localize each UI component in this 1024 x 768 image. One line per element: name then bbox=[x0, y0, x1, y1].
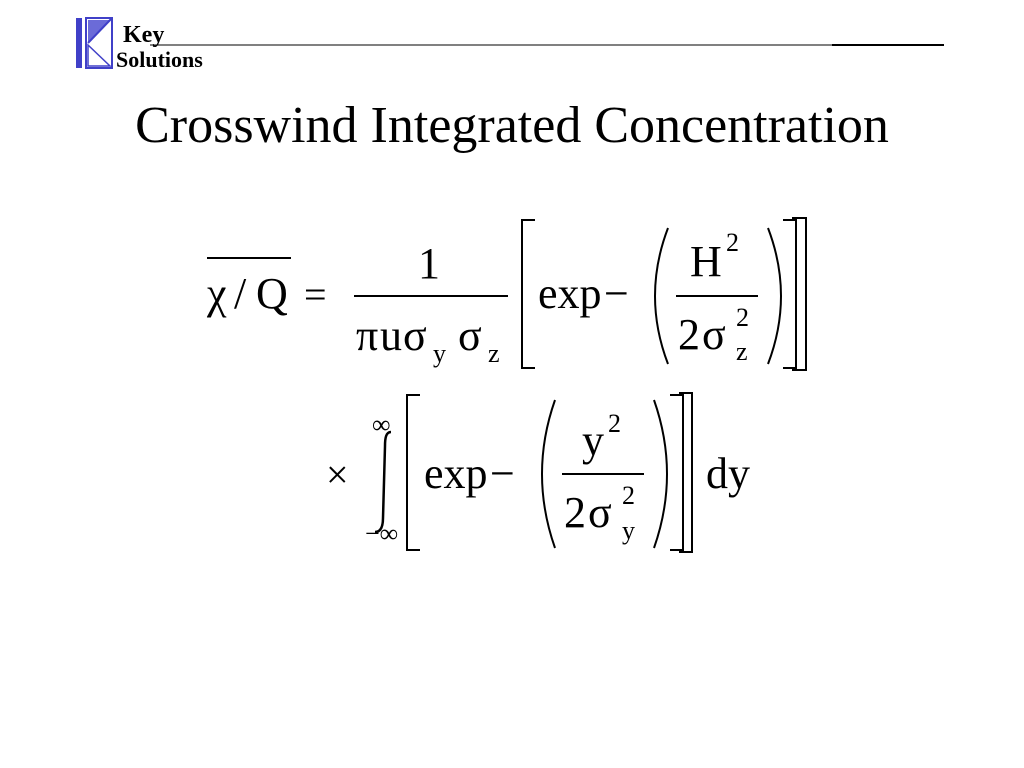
frac2-num-sup: 2 bbox=[608, 409, 621, 438]
lhs-q: Q bbox=[256, 269, 288, 318]
square-bracket-left-2 bbox=[406, 394, 420, 551]
minus-2: − bbox=[490, 449, 515, 498]
integral-lower-limit: −∞ bbox=[365, 519, 398, 548]
frac1-den-sigma: σ bbox=[702, 310, 726, 359]
frac1-den-sub: z bbox=[736, 337, 748, 366]
logo-text-solutions: Solutions bbox=[116, 47, 203, 72]
paren-left-1 bbox=[654, 227, 669, 365]
differential-dy: dy bbox=[706, 449, 750, 498]
minus-1: − bbox=[604, 269, 629, 318]
logo-diagonal bbox=[87, 17, 113, 44]
paren-left-2 bbox=[541, 399, 556, 549]
lhs-slash: / bbox=[234, 269, 247, 318]
integral-upper-limit: ∞ bbox=[372, 410, 391, 439]
square-bracket-right-1b bbox=[792, 217, 807, 371]
exp-2: exp bbox=[424, 449, 488, 498]
logo-bar-left bbox=[76, 18, 82, 68]
square-bracket-right-2a bbox=[670, 394, 684, 551]
square-bracket-left-1 bbox=[521, 219, 535, 369]
paren-right-2 bbox=[653, 399, 668, 549]
paren-right-1 bbox=[767, 227, 782, 365]
equation-line-2: × ∞ −∞ exp − y 2 2 σ 2 y dy bbox=[326, 392, 750, 553]
frac2-num-y: y bbox=[582, 416, 604, 465]
numerator-one: 1 bbox=[418, 239, 440, 288]
lhs-chi: χ bbox=[206, 269, 227, 318]
frac1-den-2: 2 bbox=[678, 310, 700, 359]
times-sign: × bbox=[326, 452, 349, 497]
square-bracket-right-2b bbox=[679, 392, 693, 553]
integral-sign bbox=[374, 430, 392, 534]
frac2-den-sub: y bbox=[622, 516, 635, 545]
key-solutions-logo: Key Solutions bbox=[76, 17, 203, 72]
frac2-den-sigma: σ bbox=[588, 488, 612, 537]
logo-triangle-lower bbox=[87, 43, 112, 67]
logo-text-key: Key bbox=[123, 22, 164, 48]
denom-pi: π bbox=[356, 311, 378, 360]
frac1-num-sup: 2 bbox=[726, 228, 739, 257]
equals-sign: = bbox=[304, 272, 327, 317]
denom-sub-y: y bbox=[433, 339, 446, 368]
frac2-den-sup: 2 bbox=[622, 481, 635, 510]
denom-sub-z: z bbox=[488, 339, 500, 368]
equation-line-1: χ / Q = 1 π u σ y σ z exp − H 2 2 σ 2 z bbox=[206, 217, 807, 371]
denom-u: u bbox=[380, 311, 402, 360]
frac1-num-h: H bbox=[690, 237, 722, 286]
denom-sigma-2: σ bbox=[458, 311, 482, 360]
frac2-den-2: 2 bbox=[564, 488, 586, 537]
exp-1: exp bbox=[538, 269, 602, 318]
frac1-den-sup: 2 bbox=[736, 303, 749, 332]
square-bracket-right-1a bbox=[783, 219, 797, 369]
slide-title: Crosswind Integrated Concentration bbox=[135, 97, 889, 154]
denom-sigma-1: σ bbox=[403, 311, 427, 360]
